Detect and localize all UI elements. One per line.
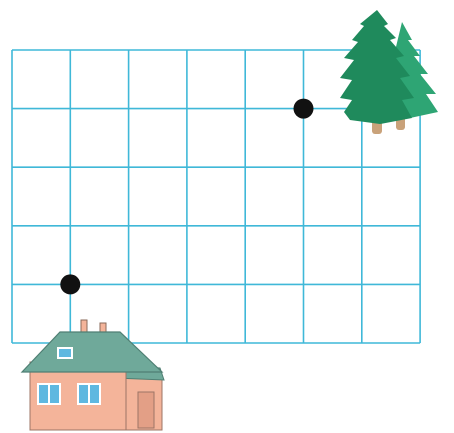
house-icon [22, 320, 164, 430]
point-near-tree [294, 99, 314, 119]
tree-icon [340, 10, 438, 134]
point-near-house [60, 274, 80, 294]
